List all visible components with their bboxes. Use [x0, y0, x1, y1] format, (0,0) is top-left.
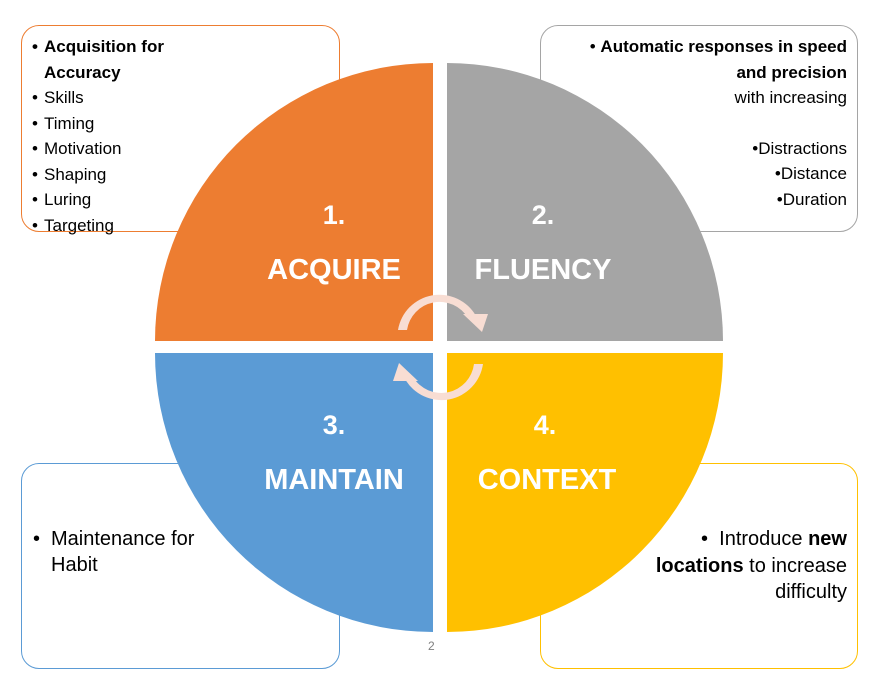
quadrant-title-acquire: ACQUIRE [267, 254, 401, 286]
circular-arrows-icon [393, 294, 488, 401]
acquire-item: Skills [32, 85, 232, 111]
acquire-callout-text: Acquisition for Accuracy Skills Timing M… [32, 34, 232, 238]
context-text-post: to increase difficulty [743, 554, 847, 604]
quadrant-context [447, 353, 723, 632]
acquire-item: Shaping [32, 162, 232, 188]
acquire-item: Timing [32, 111, 232, 137]
fluency-heading: • Automatic responses in speed and preci… [587, 34, 847, 111]
quadrant-title-maintain: MAINTAIN [264, 464, 404, 496]
context-text-bold: new locations [655, 528, 847, 577]
quadrant-fluency [447, 63, 723, 341]
quadrant-number-acquire: 1. [323, 200, 346, 230]
quadrant-title-fluency: FLUENCY [475, 254, 612, 286]
acquire-item: Motivation [32, 136, 232, 162]
acquire-heading: Acquisition for Accuracy [32, 34, 232, 85]
arrow-bottom-icon [393, 363, 483, 401]
arrow-top-icon [398, 294, 488, 332]
fluency-item: •Distance [774, 164, 847, 183]
maintain-callout-text: Maintenance for Habit [33, 526, 233, 578]
quadrant-maintain [155, 353, 433, 632]
quadrant-acquire [155, 63, 433, 341]
quadrant-number-fluency: 2. [532, 200, 555, 230]
page-number: 2 [428, 639, 435, 653]
acquire-item: Luring [32, 187, 232, 213]
quadrant-number-maintain: 3. [323, 410, 346, 440]
fluency-list: •Distractions •Distance •Duration [587, 136, 847, 213]
bullet-icon: • [589, 37, 601, 56]
bullet-icon: • [701, 528, 720, 550]
acquire-item: Targeting [32, 213, 232, 239]
fluency-callout-text: • Automatic responses in speed and preci… [587, 34, 847, 212]
bullet-icon: • [776, 189, 783, 209]
quadrant-number-context: 4. [534, 410, 557, 440]
bullet-icon: • [752, 138, 759, 158]
fluency-item: •Duration [776, 189, 847, 209]
context-text-pre: Introduce [719, 528, 809, 550]
context-callout-text: • Introduce new locations to increase di… [617, 526, 847, 606]
quadrant-title-context: CONTEXT [478, 464, 617, 496]
maintain-item: Maintenance for Habit [33, 526, 233, 578]
fluency-heading-bold: Automatic responses in speed and precisi… [600, 37, 847, 82]
fluency-heading-rest: with increasing [734, 88, 847, 107]
bullet-icon: • [774, 164, 781, 183]
fluency-item: •Distractions [752, 138, 847, 158]
